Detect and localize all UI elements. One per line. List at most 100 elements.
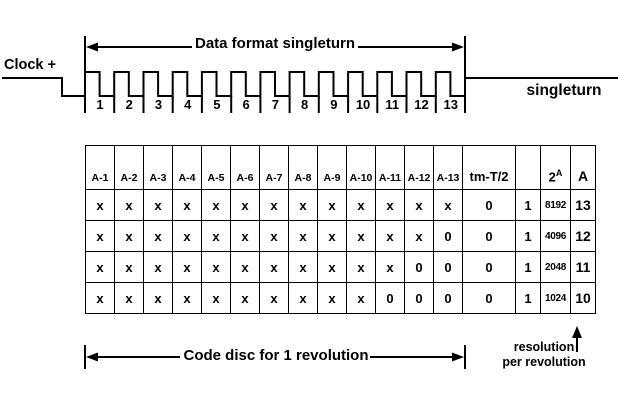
col-header-a-11: A-11 — [375, 145, 405, 190]
bit-cell-3-4: x — [172, 251, 202, 283]
bit-cell-1-9: x — [317, 189, 347, 221]
bit-cell-1-11: x — [375, 189, 405, 221]
pulse-number-10: 10 — [355, 97, 371, 112]
bit-cell-2-2: x — [114, 220, 144, 252]
bit-cell-1-4: x — [172, 189, 202, 221]
pow-cell-1: 8192 — [540, 189, 571, 221]
bit-cell-1-3: x — [143, 189, 173, 221]
col-header-a-2: A-2 — [114, 145, 144, 190]
top-dimension-arrow — [84, 36, 466, 78]
pulse-number-1: 1 — [96, 97, 104, 112]
bit-cell-1-6: x — [230, 189, 260, 221]
clock-waveform — [2, 71, 618, 113]
bit-cell-4-8: x — [288, 282, 318, 314]
resolution-label-line1: resolution — [513, 340, 575, 354]
bit-cell-2-8: x — [288, 220, 318, 252]
bit-cell-2-1: x — [85, 220, 115, 252]
bit-cell-1-7: x — [259, 189, 289, 221]
bit-cell-2-3: x — [143, 220, 173, 252]
bit-cell-3-8: x — [288, 251, 318, 283]
tm-cell-1: 0 — [462, 189, 516, 221]
bit-cell-2-4: x — [172, 220, 202, 252]
data-format-singleturn-label: Data format singleturn — [194, 35, 356, 52]
resolution-label-line2: per revolution — [502, 355, 586, 369]
bit-cell-2-12: x — [404, 220, 434, 252]
col-header-a-13: A-13 — [433, 145, 463, 190]
bit-cell-4-4: x — [172, 282, 202, 314]
bit-cell-3-1: x — [85, 251, 115, 283]
one-cell-2: 1 — [515, 220, 541, 252]
col-header-blank — [515, 145, 541, 190]
bit-cell-4-3: x — [143, 282, 173, 314]
pulse-number-11: 11 — [385, 97, 400, 112]
col-header-a-1: A-1 — [85, 145, 115, 190]
tm-cell-3: 0 — [462, 251, 516, 283]
bit-cell-4-1: x — [85, 282, 115, 314]
a-cell-4: 10 — [570, 282, 596, 314]
pulse-number-13: 13 — [443, 97, 458, 112]
pow-cell-2: 4096 — [540, 220, 571, 252]
singleturn-label: singleturn — [526, 82, 602, 99]
pulse-number-8: 8 — [300, 97, 309, 112]
bit-cell-1-10: x — [346, 189, 376, 221]
resolution-arrow — [572, 326, 582, 352]
bit-cell-2-6: x — [230, 220, 260, 252]
bit-cell-4-11: 0 — [375, 282, 405, 314]
bit-cell-1-5: x — [201, 189, 231, 221]
pulse-number-4: 4 — [184, 97, 192, 112]
bit-cell-3-13: 0 — [433, 251, 463, 283]
col-header-tm: tm-T/2 — [462, 145, 516, 190]
bit-cell-1-2: x — [114, 189, 144, 221]
bit-cell-3-10: x — [346, 251, 376, 283]
bit-cell-3-9: x — [317, 251, 347, 283]
bit-cell-4-7: x — [259, 282, 289, 314]
tm-cell-4: 0 — [462, 282, 516, 314]
bit-cell-4-9: x — [317, 282, 347, 314]
code-disc-label: Code disc for 1 revolution — [183, 347, 369, 364]
pulse-number-6: 6 — [242, 97, 250, 112]
bit-cell-3-7: x — [259, 251, 289, 283]
pulse-number-2: 2 — [125, 97, 133, 112]
resolution-per-revolution-label: resolution per revolution — [492, 340, 596, 370]
col-header-a-8: A-8 — [288, 145, 318, 190]
a-cell-1: 13 — [570, 189, 596, 221]
pow-cell-4: 1024 — [540, 282, 571, 314]
col-header-a-4: A-4 — [172, 145, 202, 190]
pulse-number-9: 9 — [330, 97, 338, 112]
bit-cell-4-5: x — [201, 282, 231, 314]
pulse-number-12: 12 — [414, 97, 429, 112]
one-cell-1: 1 — [515, 189, 541, 221]
bit-cell-4-13: 0 — [433, 282, 463, 314]
a-cell-2: 12 — [570, 220, 596, 252]
pulse-number-3: 3 — [154, 97, 163, 112]
bit-cell-3-12: 0 — [404, 251, 434, 283]
a-cell-3: 11 — [570, 251, 596, 283]
bit-cell-4-6: x — [230, 282, 260, 314]
tm-cell-2: 0 — [462, 220, 516, 252]
col-header-a-3: A-3 — [143, 145, 173, 190]
bit-cell-2-11: x — [375, 220, 405, 252]
pow-cell-3: 2048 — [540, 251, 571, 283]
bit-cell-3-2: x — [114, 251, 144, 283]
bottom-dimension-arrow — [84, 345, 466, 369]
col-header-a-10: A-10 — [346, 145, 376, 190]
clock-plus-label: Clock + — [4, 57, 56, 73]
col-header-pow: 2A — [540, 145, 571, 190]
pulse-number-7: 7 — [271, 97, 279, 112]
bit-cell-2-10: x — [346, 220, 376, 252]
col-header-a-9: A-9 — [317, 145, 347, 190]
bit-cell-2-9: x — [317, 220, 347, 252]
col-header-a-6: A-6 — [230, 145, 260, 190]
bit-cell-4-12: 0 — [404, 282, 434, 314]
col-header-a-12: A-12 — [404, 145, 434, 190]
bit-cell-1-12: x — [404, 189, 434, 221]
